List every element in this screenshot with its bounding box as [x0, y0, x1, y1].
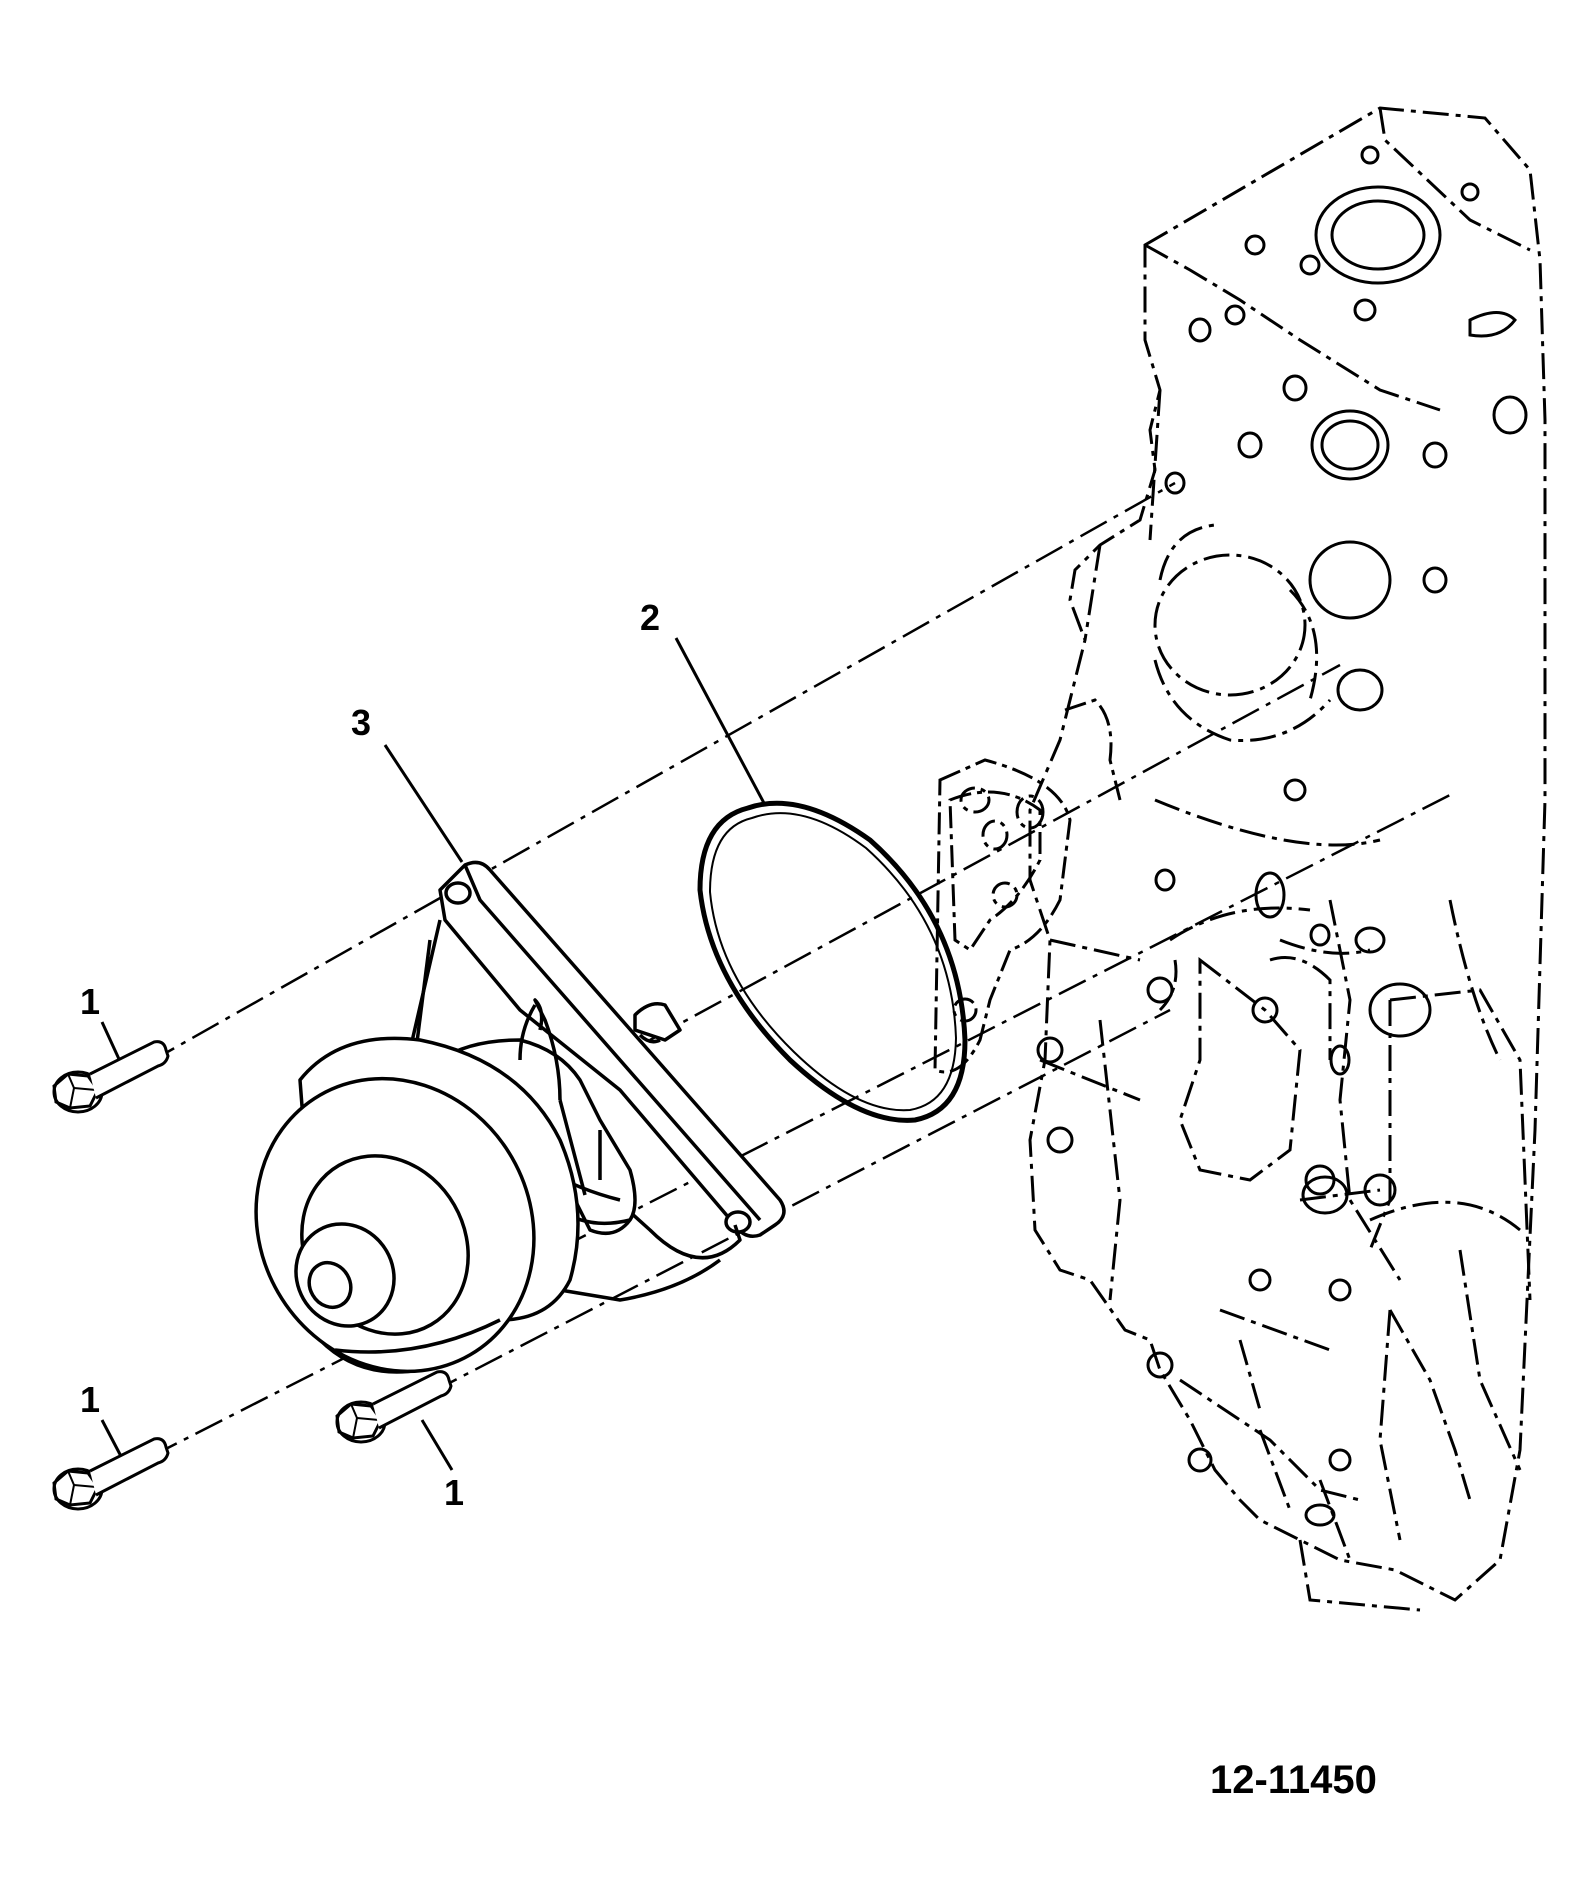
engine-plate-holes: [1036, 145, 1528, 1527]
figure-id: 12-11450: [1210, 1758, 1377, 1802]
callout-label-gasket: 2: [640, 597, 661, 638]
water-pump: [254, 860, 786, 1374]
bolt-lower-left: [52, 1437, 170, 1511]
bolt-upper-left: [52, 1040, 170, 1114]
bolt-lower-middle: [335, 1370, 453, 1444]
callout-label-bolt-upper-left: 1: [80, 981, 101, 1022]
callout-label-water-pump: 3: [351, 702, 372, 743]
callout-label-bolt-lower-middle: 1: [444, 1472, 465, 1513]
callout-label-bolt-lower-left: 1: [80, 1379, 101, 1420]
o-ring-gasket: [697, 800, 968, 1123]
engine-front-plate: [1028, 106, 1547, 1612]
engine-mounting-face: [933, 698, 1178, 1074]
